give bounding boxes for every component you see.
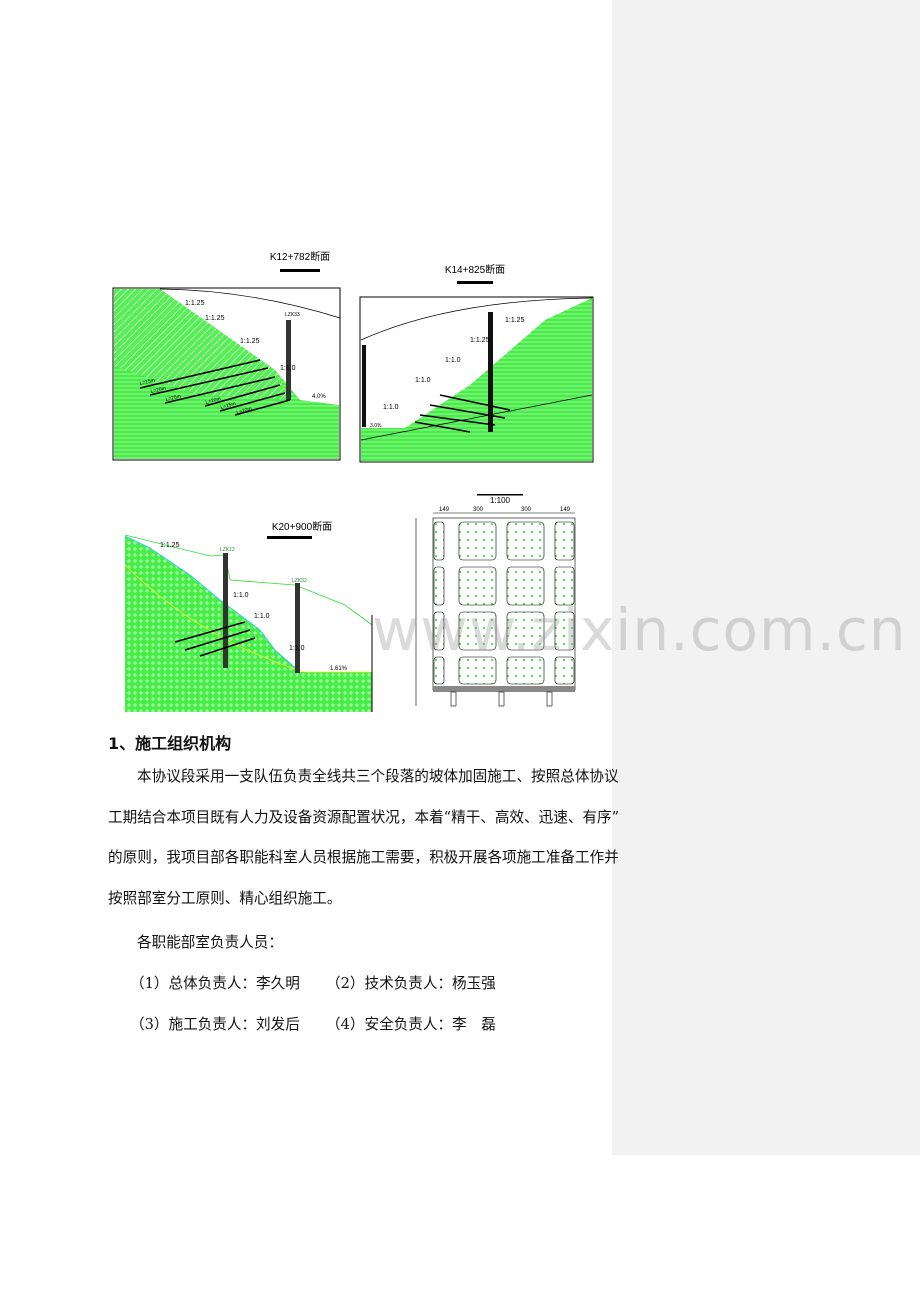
anchor-label: L=20m [205, 396, 221, 406]
section-title: K14+825断面 [445, 263, 505, 276]
svg-text:1:1.25: 1:1.25 [240, 338, 260, 345]
svg-text:1:1.0: 1:1.0 [280, 365, 296, 372]
staff-item: （4）安全负责人：李 磊 [326, 1016, 496, 1033]
svg-text:4.0%: 4.0% [312, 394, 326, 400]
svg-text:1:1.0: 1:1.0 [233, 592, 249, 599]
staff-item: （3）施工负责人：刘发后 [130, 1016, 300, 1033]
svg-text:1:1.25: 1:1.25 [505, 317, 525, 324]
section-k14-825: K14+825断面 1:1.25 1:1.25 1:1.0 1:1.0 1:1.… [359, 263, 594, 463]
svg-text:1.61%: 1.61% [330, 666, 348, 672]
svg-text:149: 149 [439, 507, 450, 513]
section-k20-900: K20+900断面 1:1.25 1:1.0 1:1.0 1:1.0 1.61%… [124, 520, 373, 712]
section-title: K20+900断面 [272, 520, 332, 533]
paragraph-line: 按照部室分工原则、精心组织施工。 [108, 890, 342, 908]
svg-text:300: 300 [521, 507, 532, 513]
svg-text:1:100: 1:100 [490, 496, 511, 505]
anchor-label: L=15m [139, 378, 155, 387]
svg-text:3.0%: 3.0% [370, 423, 382, 429]
paragraph-line: 工期结合本项目既有人力及设备资源配置状况，本着“精干、高效、迅速、有序” [108, 808, 620, 826]
staff-item: （1）总体负责人：李久明 [130, 975, 300, 992]
svg-text:1:1.25: 1:1.25 [205, 315, 225, 322]
svg-text:LZK33: LZK33 [285, 312, 300, 318]
svg-text:LZK32: LZK32 [292, 578, 307, 584]
section-title: K12+782断面 [270, 250, 330, 263]
svg-text:1:1.0: 1:1.0 [415, 377, 431, 384]
comment-pane [612, 0, 920, 1155]
svg-text:1:1.0: 1:1.0 [289, 645, 305, 652]
anchor-label: L=20m [150, 386, 166, 395]
svg-text:1:1.0: 1:1.0 [445, 357, 461, 364]
staff-intro: 各职能部室负责人员： [137, 934, 283, 951]
staff-item: （2）技术负责人：杨玉强 [326, 975, 496, 992]
svg-text:LZK12: LZK12 [220, 547, 235, 553]
svg-text:1:1.0: 1:1.0 [254, 613, 270, 620]
svg-text:1:1.25: 1:1.25 [470, 337, 490, 344]
paragraph-line: 的原则，我项目部各职能科室人员根据施工需要，积极开展各项施工准备工作并 [108, 849, 619, 867]
section-heading: 1、施工组织机构 [108, 734, 232, 753]
paragraph-line: 本协议段采用一支队伍负责全线共三个段落的坡体加固施工、按照总体协议 [137, 768, 619, 785]
body-paragraph: 本协议段采用一支队伍负责全线共三个段落的坡体加固施工、按照总体协议 工期结合本项… [108, 757, 620, 920]
section-k12-782: K12+782断面 1:1.25 1:1.25 1:1.25 1:1.0 L=1… [112, 250, 341, 461]
anchor-label: L=15m [220, 401, 236, 411]
svg-text:1:1.0: 1:1.0 [383, 404, 399, 411]
svg-text:149: 149 [560, 507, 571, 513]
svg-text:300: 300 [473, 507, 484, 513]
anchor-label: L=10m [236, 406, 252, 416]
svg-text:1:1.25: 1:1.25 [185, 300, 205, 307]
engineering-drawings: K12+782断面 1:1.25 1:1.25 1:1.25 1:1.0 L=1… [112, 250, 594, 712]
svg-text:1:1.25: 1:1.25 [160, 542, 180, 549]
frame-grid-detail: 1:100 149 300 300 149 [415, 494, 576, 707]
anchor-label: L=25m [165, 394, 181, 403]
watermark: www.zixin.com.cn [372, 596, 907, 664]
